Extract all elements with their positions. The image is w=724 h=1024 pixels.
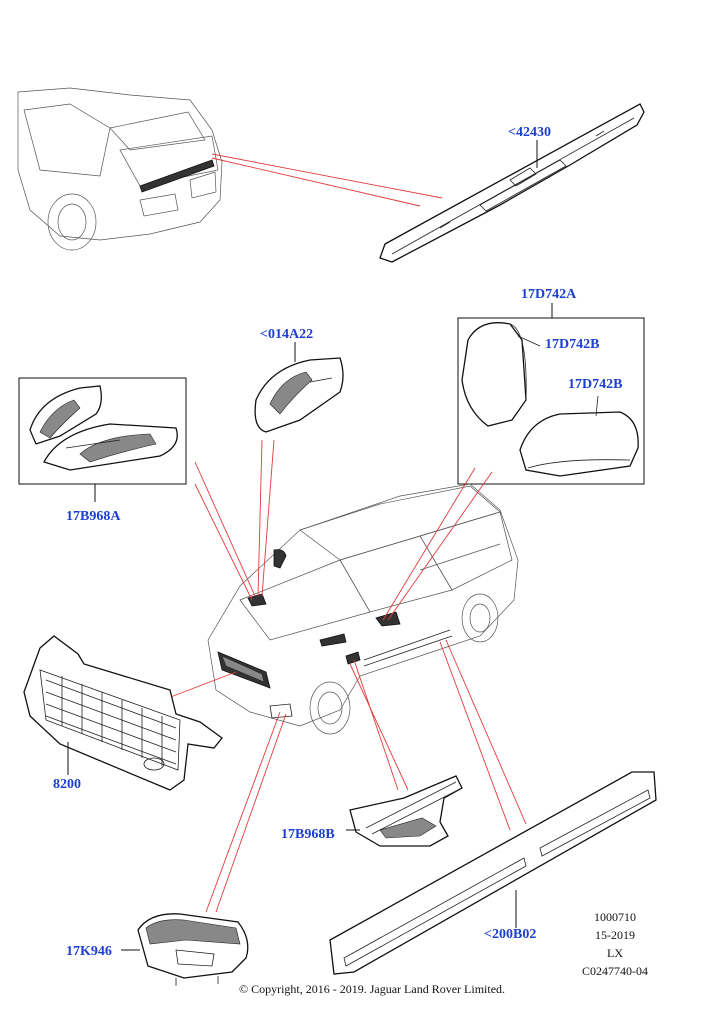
callout-mirror-cap-left: 17D742B <box>545 337 599 352</box>
callout-front-grille: 8200 <box>53 777 81 792</box>
side-vent-part <box>346 775 463 847</box>
mirror-kit-box <box>457 303 645 485</box>
spoiler-leaders <box>211 153 443 207</box>
callout-vent-kit: 17B968A <box>66 509 121 524</box>
reference-block: 1000710 15-2019 LX C0247740-04 <box>582 910 648 978</box>
callout-mirror-kit: 17D742A <box>521 287 577 302</box>
vent-kit-box <box>18 377 187 502</box>
callout-fog-surround: 17K946 <box>66 944 112 959</box>
callout-spoiler: <42430 <box>508 125 551 140</box>
grille-mesh-pattern <box>45 676 177 766</box>
ref-line-2: 15-2019 <box>595 928 635 942</box>
callout-side-trim: <200B02 <box>484 927 536 942</box>
callout-side-vent: 17B968B <box>281 827 335 842</box>
front-grille-part <box>23 635 223 791</box>
vehicle-rear-view <box>17 87 223 251</box>
ref-line-4: C0247740-04 <box>582 964 648 978</box>
badge-vent-part <box>254 342 344 433</box>
fog-surround-part <box>121 913 249 986</box>
side-trim-part <box>329 771 657 975</box>
ref-line-1: 1000710 <box>594 910 636 924</box>
callout-labels: <42430 17D742A 17D742B 17D742B <014A22 1… <box>53 125 622 959</box>
ref-line-3: LX <box>607 946 623 960</box>
rear-spoiler-part <box>379 103 645 263</box>
copyright-notice: © Copyright, 2016 - 2019. Jaguar Land Ro… <box>239 982 505 996</box>
vehicle-main-view <box>207 483 519 735</box>
callout-mirror-cap-right: 17D742B <box>568 377 622 392</box>
main-vehicle-leaders <box>167 439 527 913</box>
callout-badge-vent: <014A22 <box>260 327 313 342</box>
